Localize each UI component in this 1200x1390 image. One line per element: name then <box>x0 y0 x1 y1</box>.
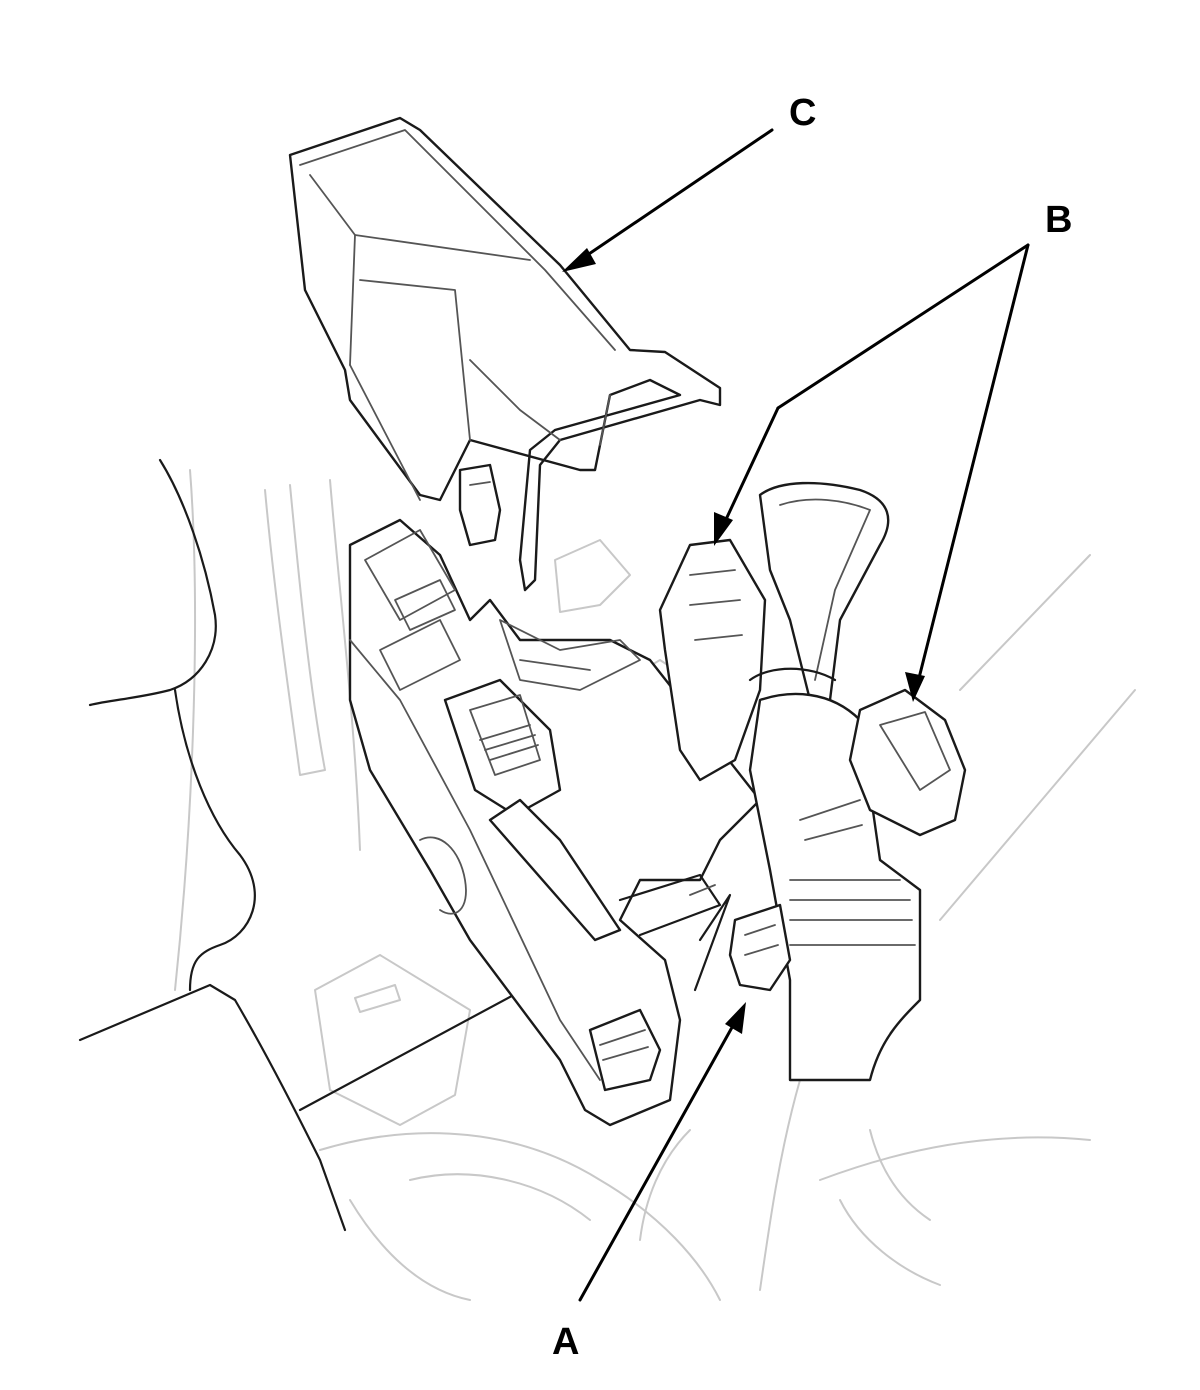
background-context-lines <box>174 469 1136 1301</box>
leader-line-b-3 <box>916 243 1030 684</box>
callout-label-b: B <box>1045 199 1072 241</box>
fuse-box-cover <box>288 116 722 592</box>
arrowhead-b-1 <box>714 512 733 546</box>
fuse-relay-box <box>348 518 762 1127</box>
arrowhead-a <box>725 1002 746 1034</box>
arrowhead-b-2 <box>905 672 925 702</box>
arrowhead-c <box>562 248 596 272</box>
harness-connectors <box>658 481 967 1082</box>
callout-label-a: A <box>552 1321 579 1363</box>
leader-line-b-2 <box>720 406 780 530</box>
callout-leaders <box>562 128 1030 1302</box>
leader-line-c <box>578 128 774 262</box>
callout-label-c: C <box>789 92 816 134</box>
leader-line-b-1 <box>776 243 1030 410</box>
leader-line-a <box>578 1020 737 1302</box>
